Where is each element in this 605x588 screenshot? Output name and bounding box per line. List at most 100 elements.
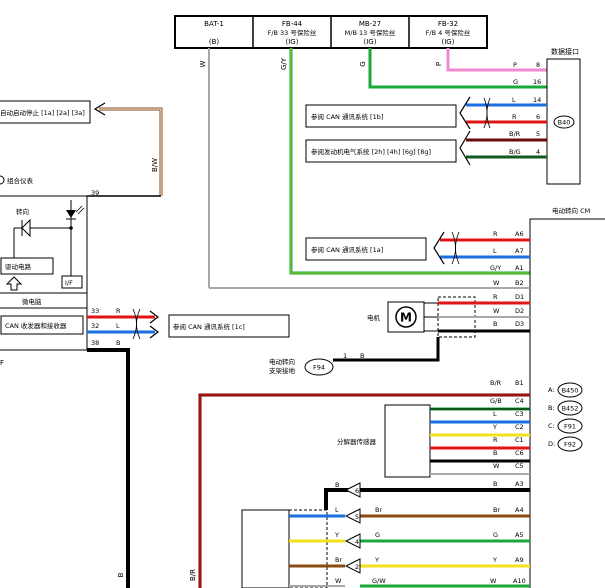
eps-b1: B1 — [515, 379, 524, 387]
can-transceiver-label: CAN 收发器和接收器 — [5, 321, 67, 330]
fuse-fb44-desc: F/B 33 号保险丝 — [268, 28, 317, 37]
wire-label-bw: B/W — [151, 158, 159, 172]
meter-pin39: 39 — [91, 189, 99, 197]
eps-b1-color: B/R — [490, 379, 502, 387]
eps-a6: A6 — [515, 230, 524, 238]
ref-can-1b-text: 参阅 CAN 通讯系统 [1b] — [311, 112, 383, 121]
eps-a3: A3 — [515, 480, 524, 488]
ref-can-1c: 参阅 CAN 通讯系统 [1c] — [168, 314, 290, 338]
ref-can-1a-text: 参阅 CAN 通讯系统 [1a] — [311, 245, 383, 254]
eps-c2-color: Y — [492, 423, 497, 431]
bracket-label-1: 电动转向 — [269, 357, 295, 366]
bottom-label-b: B — [117, 572, 125, 577]
resolver-section: B/R B/R B1 分解器传感器 G/B C4 L C3 Y C2 R C1 … — [189, 379, 530, 588]
eps-c2: C2 — [515, 423, 524, 431]
tc-pin4: 4 — [355, 538, 359, 546]
ref-can-1b: 参阅 CAN 通讯系统 [1b] — [305, 104, 457, 128]
eps-a7-color: L — [493, 247, 497, 255]
bottom-label-br: B/R — [189, 569, 197, 581]
meter-title: 组合仪表 — [7, 176, 34, 185]
meter-pin32-color: L — [116, 322, 120, 330]
eps-c1: C1 — [515, 436, 524, 444]
eps-a4-color: Br — [493, 506, 500, 514]
fuse-mb27-sub: (IG) — [364, 38, 377, 46]
legend-b-code: B452 — [562, 405, 579, 413]
dc-pin6: 6 — [536, 113, 540, 121]
wire-label-p: P — [435, 62, 443, 66]
meter-pin38: 38 — [91, 339, 99, 347]
eps-a5-color: G — [493, 531, 498, 539]
if-label: I/F — [65, 279, 73, 287]
eps-a5: A5 — [515, 531, 524, 539]
diode-icon — [66, 210, 76, 218]
tc-pin6: 6 — [355, 487, 359, 495]
eps-a9: A9 — [515, 556, 524, 564]
eps-c4: C4 — [515, 397, 524, 405]
dc-pin16: 16 — [533, 78, 541, 86]
meter-pin33: 33 — [91, 307, 99, 315]
bracket-code: F94 — [313, 364, 325, 372]
dc-pin4-color: B/G — [509, 148, 521, 156]
eps-a6-color: R — [493, 230, 498, 238]
eps-c6-color: B — [493, 449, 497, 457]
combination-meter: 组合仪表 39 转向 驱动电路 I/F 微电脑 CAN 收发器和接收器 F — [0, 175, 161, 588]
fuse-fb44-id: FB-44 — [282, 20, 303, 28]
meter-pin38-color: B — [116, 339, 120, 347]
wire-label-gy: G/Y — [280, 57, 288, 70]
torque-sensor-connector: B B A3 L Br Br A4 Y G G A5 Br Y Y A9 W G… — [241, 480, 530, 588]
eps-control-module: 电动转向 CM — [529, 206, 605, 588]
eps-title: 电动转向 CM — [552, 206, 590, 215]
tc-row6-color-right: B — [493, 480, 497, 488]
ref-can-1a: 参阅 CAN 通讯系统 [1a] — [305, 231, 530, 265]
ref-auto-stop-text: 自动启动停止 [1a] [2a] [3a] — [0, 108, 85, 117]
motor-label: 电机 — [367, 313, 381, 322]
turn-lamp-icon — [21, 218, 31, 238]
data-connector-title: 数据接口 — [551, 47, 579, 56]
eps-d1-color: R — [493, 293, 498, 301]
eps-d1: D1 — [515, 293, 524, 301]
eps-c3: C3 — [515, 410, 524, 418]
fuse-bat1-id: BAT-1 — [204, 20, 224, 28]
dc-pin6-color: R — [512, 113, 517, 121]
eps-a4: A4 — [515, 506, 524, 514]
dc-pin4: 4 — [536, 148, 540, 156]
eps-c4-color: G/B — [490, 397, 502, 405]
tc-row2-color-left: Br — [335, 556, 342, 564]
eps-d3-color: B — [493, 320, 497, 328]
bracket-ground: 电动转向 支架接地 F94 1 B — [269, 352, 364, 376]
meter-pin32: 32 — [91, 322, 99, 330]
wire-label-g: G — [359, 61, 367, 66]
eps-pins-top: R A6 L A7 G/Y A1 W B2 R D1 W D2 B D3 — [209, 230, 530, 328]
bracket-label-2: 支架接地 — [269, 366, 296, 375]
dc-pin16-color: G — [513, 78, 518, 86]
fuse-fb32-sub: (IG) — [442, 38, 455, 46]
legend-a-code: B450 — [562, 387, 579, 395]
eps-a7: A7 — [515, 247, 524, 255]
data-connector-code: B40 — [558, 119, 571, 127]
eps-a10-color: W — [490, 577, 497, 585]
legend-d-key: D: — [548, 440, 555, 448]
fuse-mb27-id: MB-27 — [359, 20, 381, 28]
legend-d-code: F92 — [564, 441, 576, 449]
legend-a-key: A: — [548, 386, 555, 394]
motor-symbol: M — [400, 311, 412, 325]
fuse-fb32-desc: F/B 4 号保险丝 — [426, 28, 471, 37]
data-connector: 数据接口 B40 P 8 G 16 L 14 R 6 B/R 5 B/G 4 — [459, 47, 581, 185]
ref-can-1c-text: 参阅 CAN 通讯系统 [1c] — [173, 322, 245, 331]
micro-label: 微电脑 — [22, 297, 42, 306]
fuse-mb27-desc: M/B 13 号保险丝 — [345, 28, 396, 37]
tc-row1-color-right: G/W — [372, 577, 386, 585]
eps-a1-color: G/Y — [490, 264, 501, 272]
dc-pin8-color: P — [513, 61, 517, 69]
meter-left-partial: F — [0, 359, 4, 367]
feed-wires: W G/Y G P — [199, 48, 547, 288]
eps-a9-color: Y — [492, 556, 497, 564]
legend-c-key: C: — [548, 422, 555, 430]
resolver-label: 分解器传感器 — [337, 437, 377, 446]
tc-row1-color-left: W — [335, 577, 342, 585]
dc-pin8: 8 — [536, 61, 540, 69]
ref-engine-electrical: 参阅发动机电气系统 [2h] [4h] [6g] [8g] — [305, 139, 457, 163]
dc-pin14-color: L — [512, 96, 516, 104]
eps-c3-color: L — [493, 410, 497, 418]
tc-row5-color-left: L — [335, 506, 339, 514]
